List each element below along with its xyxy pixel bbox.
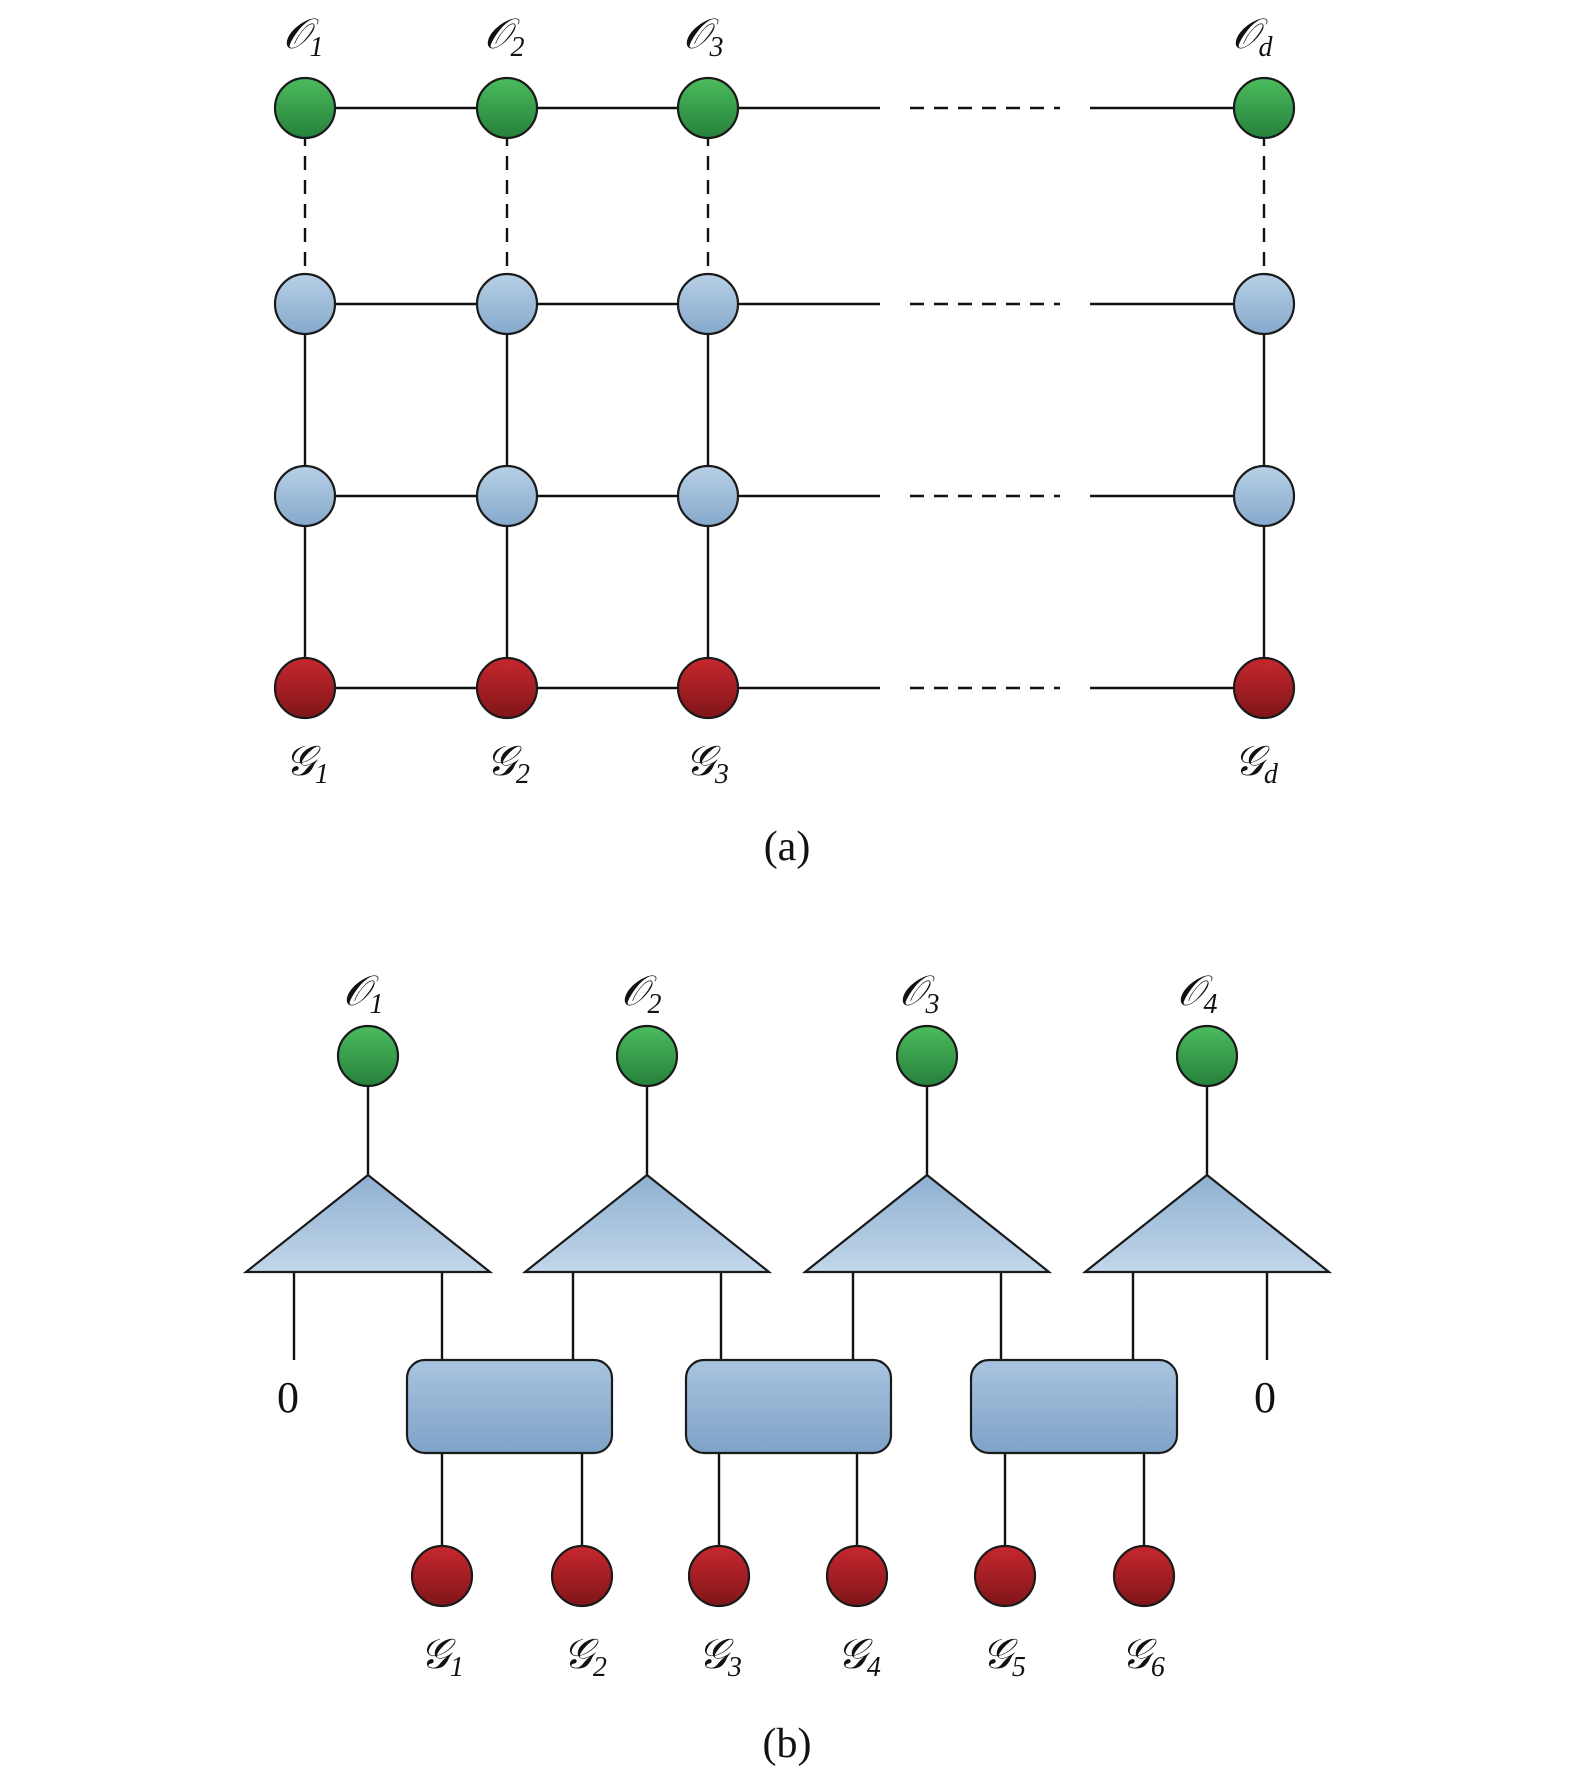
panel-b-two-site-gate bbox=[405, 1358, 614, 1455]
panel-a-output-node bbox=[273, 76, 337, 140]
panel-b-right-boundary-zero: 0 bbox=[1254, 1373, 1276, 1422]
panel-a-output-node bbox=[475, 76, 539, 140]
panel-a-nodes bbox=[273, 76, 1296, 720]
panel-b-input-node bbox=[550, 1544, 614, 1608]
panel-b-output-node bbox=[336, 1024, 400, 1088]
panel-b-bottom-label-4: 𝒢4 bbox=[837, 1629, 881, 1683]
panel-a-hidden-node bbox=[475, 272, 539, 336]
panel-b-two-site-gate bbox=[684, 1358, 893, 1455]
panel-b-input-node bbox=[973, 1544, 1037, 1608]
panel-a-hidden-node bbox=[273, 272, 337, 336]
panel-a-output-node bbox=[676, 76, 740, 140]
panel-b-triangle-tensor bbox=[242, 1173, 494, 1274]
panel-a-hidden-node bbox=[676, 272, 740, 336]
panel-b-input-node bbox=[1112, 1544, 1176, 1608]
panel-b-bottom-label-3: 𝒢3 bbox=[698, 1629, 742, 1683]
panel-a-bottom-label-3: 𝒢3 bbox=[685, 736, 729, 790]
panel-b-mps-network: 𝒪1 𝒪2 𝒪3 𝒪4 0 0 𝒢1 𝒢2 𝒢3 𝒢4 𝒢5 𝒢6 (b) bbox=[242, 966, 1333, 1767]
panel-a-input-node bbox=[676, 656, 740, 720]
panel-a-caption: (a) bbox=[764, 824, 811, 870]
panel-b-input-node bbox=[825, 1544, 889, 1608]
panel-a-output-node bbox=[1232, 76, 1296, 140]
panel-b-bottom-label-2: 𝒢2 bbox=[563, 1629, 607, 1683]
panel-a-input-node bbox=[1232, 656, 1296, 720]
panel-b-edges bbox=[292, 1086, 1269, 1546]
panel-b-output-node bbox=[895, 1024, 959, 1088]
panel-b-bottom-label-1: 𝒢1 bbox=[420, 1629, 464, 1683]
panel-a-bottom-label-d: 𝒢d bbox=[1234, 736, 1279, 790]
panel-a-grid-network: 𝒪1 𝒪2 𝒪3 𝒪d 𝒢1 𝒢2 𝒢3 𝒢d (a) bbox=[273, 9, 1296, 870]
panel-a-top-label-3: 𝒪3 bbox=[683, 9, 723, 63]
panel-b-triangle-tensor bbox=[801, 1173, 1053, 1274]
panel-a-top-label-d: 𝒪d bbox=[1232, 9, 1273, 63]
panel-a-top-label-2: 𝒪2 bbox=[484, 9, 524, 63]
panel-a-hidden-node bbox=[1232, 272, 1296, 336]
panel-a-edges bbox=[303, 106, 1266, 690]
panel-a-bottom-label-2: 𝒢2 bbox=[486, 736, 530, 790]
panel-b-top-label-3: 𝒪3 bbox=[899, 966, 939, 1020]
panel-a-input-node bbox=[475, 656, 539, 720]
panel-b-two-site-gate bbox=[969, 1358, 1179, 1455]
panel-a-hidden-node bbox=[475, 464, 539, 528]
panel-a-bottom-label-1: 𝒢1 bbox=[285, 736, 329, 790]
panel-a-hidden-node bbox=[273, 464, 337, 528]
panel-a-hidden-node bbox=[1232, 464, 1296, 528]
panel-b-tensors bbox=[242, 1024, 1333, 1608]
panel-a-hidden-node bbox=[676, 464, 740, 528]
panel-b-output-node bbox=[1175, 1024, 1239, 1088]
panel-b-caption: (b) bbox=[763, 1721, 812, 1767]
panel-b-top-label-2: 𝒪2 bbox=[621, 966, 661, 1020]
panel-b-top-label-1: 𝒪1 bbox=[343, 966, 383, 1020]
panel-a-top-label-1: 𝒪1 bbox=[283, 9, 323, 63]
panel-b-triangle-tensor bbox=[521, 1173, 773, 1274]
panel-b-output-node bbox=[615, 1024, 679, 1088]
panel-b-top-label-4: 𝒪4 bbox=[1177, 966, 1217, 1020]
panel-b-triangle-tensor bbox=[1081, 1173, 1333, 1274]
panel-b-input-node bbox=[687, 1544, 751, 1608]
panel-a-input-node bbox=[273, 656, 337, 720]
panel-b-input-node bbox=[410, 1544, 474, 1608]
panel-b-bottom-label-5: 𝒢5 bbox=[982, 1629, 1026, 1683]
panel-b-bottom-label-6: 𝒢6 bbox=[1121, 1629, 1165, 1683]
panel-b-left-boundary-zero: 0 bbox=[277, 1373, 299, 1422]
